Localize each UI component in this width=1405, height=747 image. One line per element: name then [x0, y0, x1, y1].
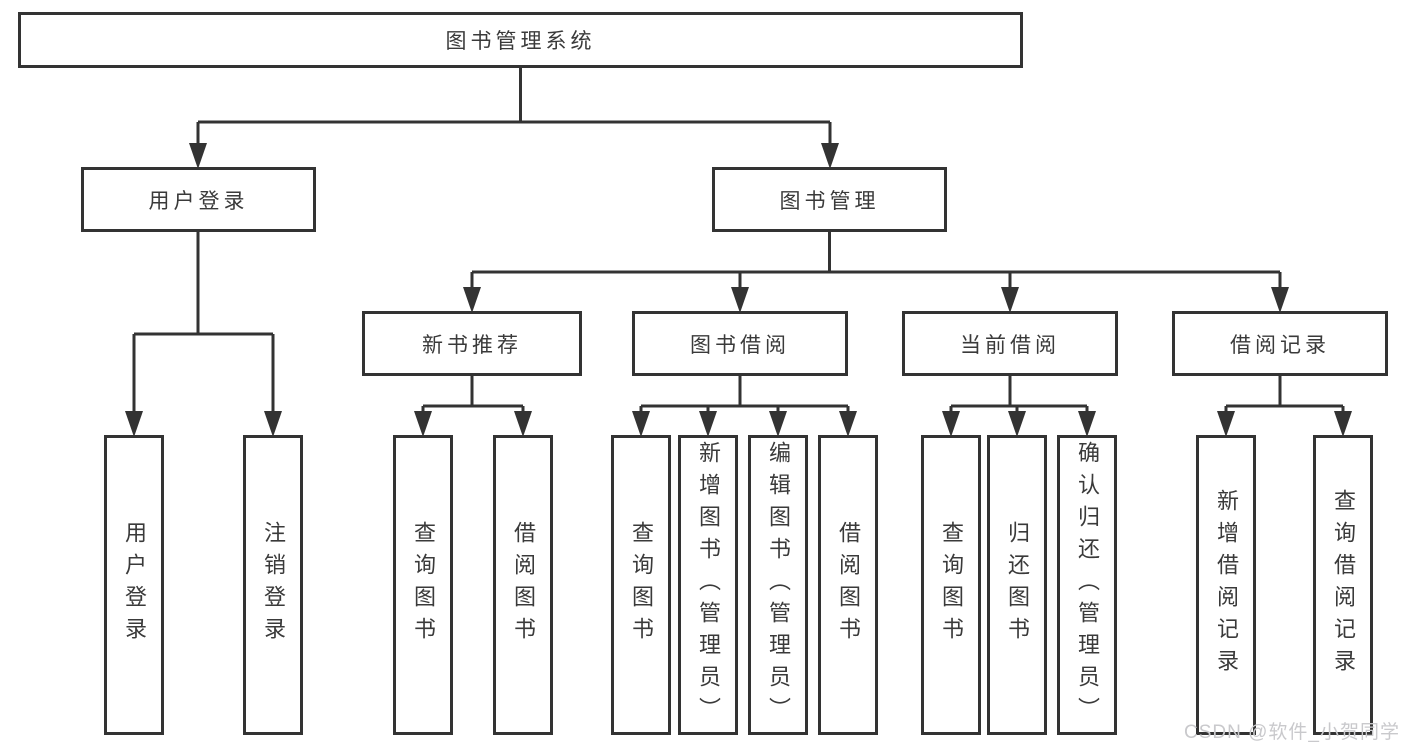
- node-leaf-add-borrow-record: 新增借阅记录: [1196, 435, 1256, 735]
- node-leaf-borrow-books-recommend-label: 借阅图书: [511, 521, 536, 649]
- node-leaf-logout: 注销登录: [243, 435, 303, 735]
- connector-borrow-records-children: [1224, 376, 1345, 414]
- connector-book-mgmt-to-level3: [470, 232, 1282, 290]
- node-leaf-query-books-borrowing-label: 查询图书: [629, 521, 654, 649]
- connector-current-borrow-children: [949, 376, 1089, 414]
- node-leaf-return-books-label: 归还图书: [1005, 521, 1030, 649]
- node-book-borrowing: 图书借阅: [632, 311, 848, 376]
- node-leaf-borrow-books-borrowing: 借阅图书: [818, 435, 878, 735]
- node-current-borrowing-label: 当前借阅: [960, 333, 1060, 357]
- node-library-system-label: 图书管理系统: [445, 30, 596, 53]
- node-leaf-query-borrow-record: 查询借阅记录: [1313, 435, 1373, 735]
- node-user-login: 用户登录: [81, 167, 316, 232]
- node-leaf-borrow-books-borrowing-label: 借阅图书: [836, 521, 861, 649]
- node-leaf-user-login: 用户登录: [104, 435, 164, 735]
- node-leaf-logout-label: 注销登录: [261, 521, 286, 649]
- node-leaf-confirm-return-admin-label: 确认归还（管理员）: [1075, 441, 1100, 729]
- node-leaf-return-books: 归还图书: [987, 435, 1047, 735]
- node-book-borrowing-label: 图书借阅: [690, 333, 790, 357]
- connector-root-to-level2: [196, 68, 832, 146]
- node-book-management-label: 图书管理: [779, 189, 880, 213]
- node-new-book-recommend-label: 新书推荐: [422, 333, 522, 357]
- node-leaf-query-books-recommend-label: 查询图书: [411, 521, 436, 649]
- node-leaf-query-books-current-label: 查询图书: [939, 521, 964, 649]
- csdn-watermark: CSDN @软件_小贺同学: [1184, 722, 1400, 743]
- node-current-borrowing: 当前借阅: [902, 311, 1118, 376]
- node-leaf-edit-books-admin-label: 编辑图书（管理员）: [766, 441, 791, 729]
- node-user-login-label: 用户登录: [148, 189, 249, 213]
- node-book-management: 图书管理: [712, 167, 947, 232]
- node-leaf-query-books-recommend: 查询图书: [393, 435, 453, 735]
- node-leaf-query-books-current: 查询图书: [921, 435, 981, 735]
- node-new-book-recommend: 新书推荐: [362, 311, 582, 376]
- node-borrowing-records: 借阅记录: [1172, 311, 1388, 376]
- node-leaf-confirm-return-admin: 确认归还（管理员）: [1057, 435, 1117, 735]
- arrowheads: [125, 143, 1352, 437]
- node-leaf-user-login-label: 用户登录: [122, 521, 147, 649]
- node-leaf-add-books-admin-label: 新增图书（管理员）: [696, 441, 721, 729]
- node-leaf-add-books-admin: 新增图书（管理员）: [678, 435, 738, 735]
- node-library-system: 图书管理系统: [18, 12, 1023, 68]
- node-leaf-borrow-books-recommend: 借阅图书: [493, 435, 553, 735]
- node-leaf-query-books-borrowing: 查询图书: [611, 435, 671, 735]
- node-leaf-add-borrow-record-label: 新增借阅记录: [1214, 489, 1239, 681]
- node-borrowing-records-label: 借阅记录: [1230, 333, 1330, 357]
- connector-book-borrow-children: [639, 376, 850, 414]
- node-leaf-edit-books-admin: 编辑图书（管理员）: [748, 435, 808, 735]
- connector-user-login-children: [132, 232, 275, 413]
- node-leaf-query-borrow-record-label: 查询借阅记录: [1331, 489, 1356, 681]
- connector-new-books-children: [421, 376, 525, 414]
